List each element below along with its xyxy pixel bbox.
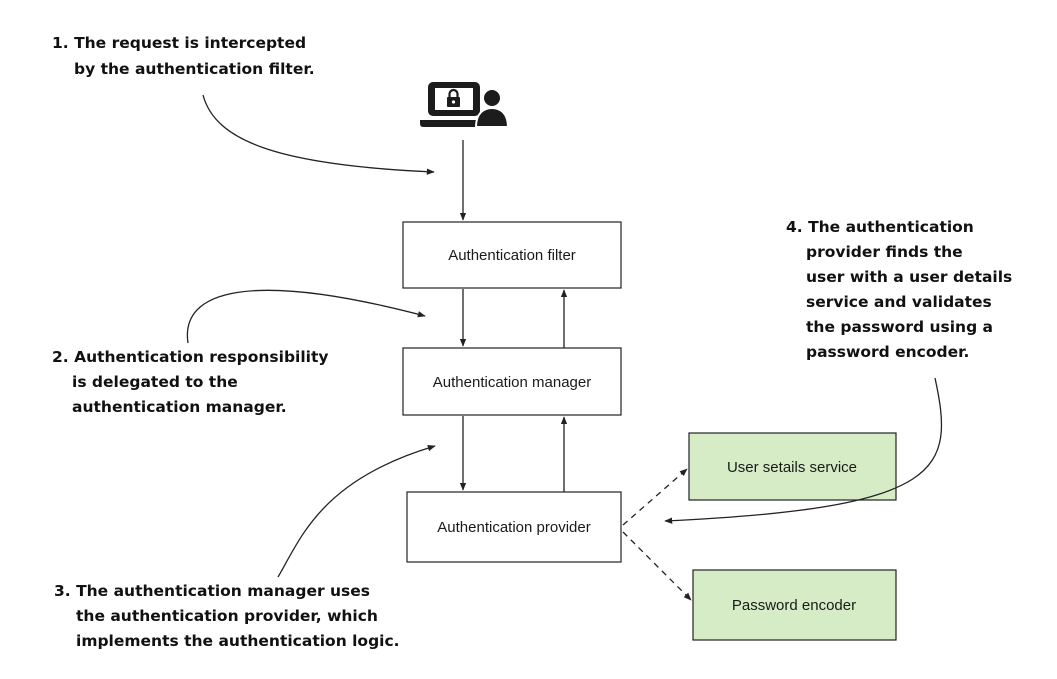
note-3-line-2: the authentication provider, which — [76, 607, 378, 625]
note-4-line-6: password encoder. — [806, 343, 969, 361]
authentication-filter-label: Authentication filter — [448, 247, 576, 264]
note-4-line-2: provider finds the — [806, 243, 963, 261]
authentication-filter-box: Authentication filter — [402, 221, 622, 289]
note-1-line-1: 1. The request is intercepted — [52, 34, 306, 52]
note-3: 3. The authentication manager uses the a… — [54, 582, 400, 650]
callout-arrow-note-1 — [202, 94, 435, 175]
password-encoder-box: Password encoder — [692, 569, 897, 641]
note-1-line-2: by the authentication filter. — [74, 60, 315, 78]
authentication-manager-box: Authentication manager — [402, 347, 622, 416]
user-details-service-box: User setails service — [688, 432, 897, 501]
note-2: 2. Authentication responsibility is dele… — [52, 348, 334, 416]
laptop-user-lock-icon — [420, 82, 510, 128]
note-4-line-5: the password using a — [806, 318, 993, 336]
dashed-arrow-to-user-details — [622, 468, 688, 526]
note-4: 4. The authentication provider finds the… — [786, 218, 1018, 361]
note-2-line-3: authentication manager. — [72, 398, 287, 416]
user-details-service-label: User setails service — [727, 459, 857, 476]
authentication-provider-label: Authentication provider — [437, 519, 590, 536]
callout-arrow-note-4 — [664, 377, 943, 524]
password-encoder-label: Password encoder — [732, 597, 856, 614]
note-2-line-2: is delegated to the — [72, 373, 238, 391]
note-3-line-3: implements the authentication logic. — [76, 632, 400, 650]
note-4-line-1: 4. The authentication — [786, 218, 974, 236]
note-1: 1. The request is intercepted by the aut… — [52, 34, 315, 78]
note-4-line-4: service and validates — [806, 293, 992, 311]
note-4-line-3: user with a user details — [806, 268, 1012, 286]
dashed-arrow-to-password-encoder — [622, 531, 692, 601]
callout-arrow-note-3 — [277, 444, 436, 578]
authentication-provider-box: Authentication provider — [406, 491, 622, 563]
note-2-line-1: 2. Authentication responsibility — [52, 348, 329, 366]
callout-arrow-note-2 — [186, 289, 426, 344]
authentication-manager-label: Authentication manager — [433, 374, 591, 391]
note-3-line-1: 3. The authentication manager uses — [54, 582, 370, 600]
